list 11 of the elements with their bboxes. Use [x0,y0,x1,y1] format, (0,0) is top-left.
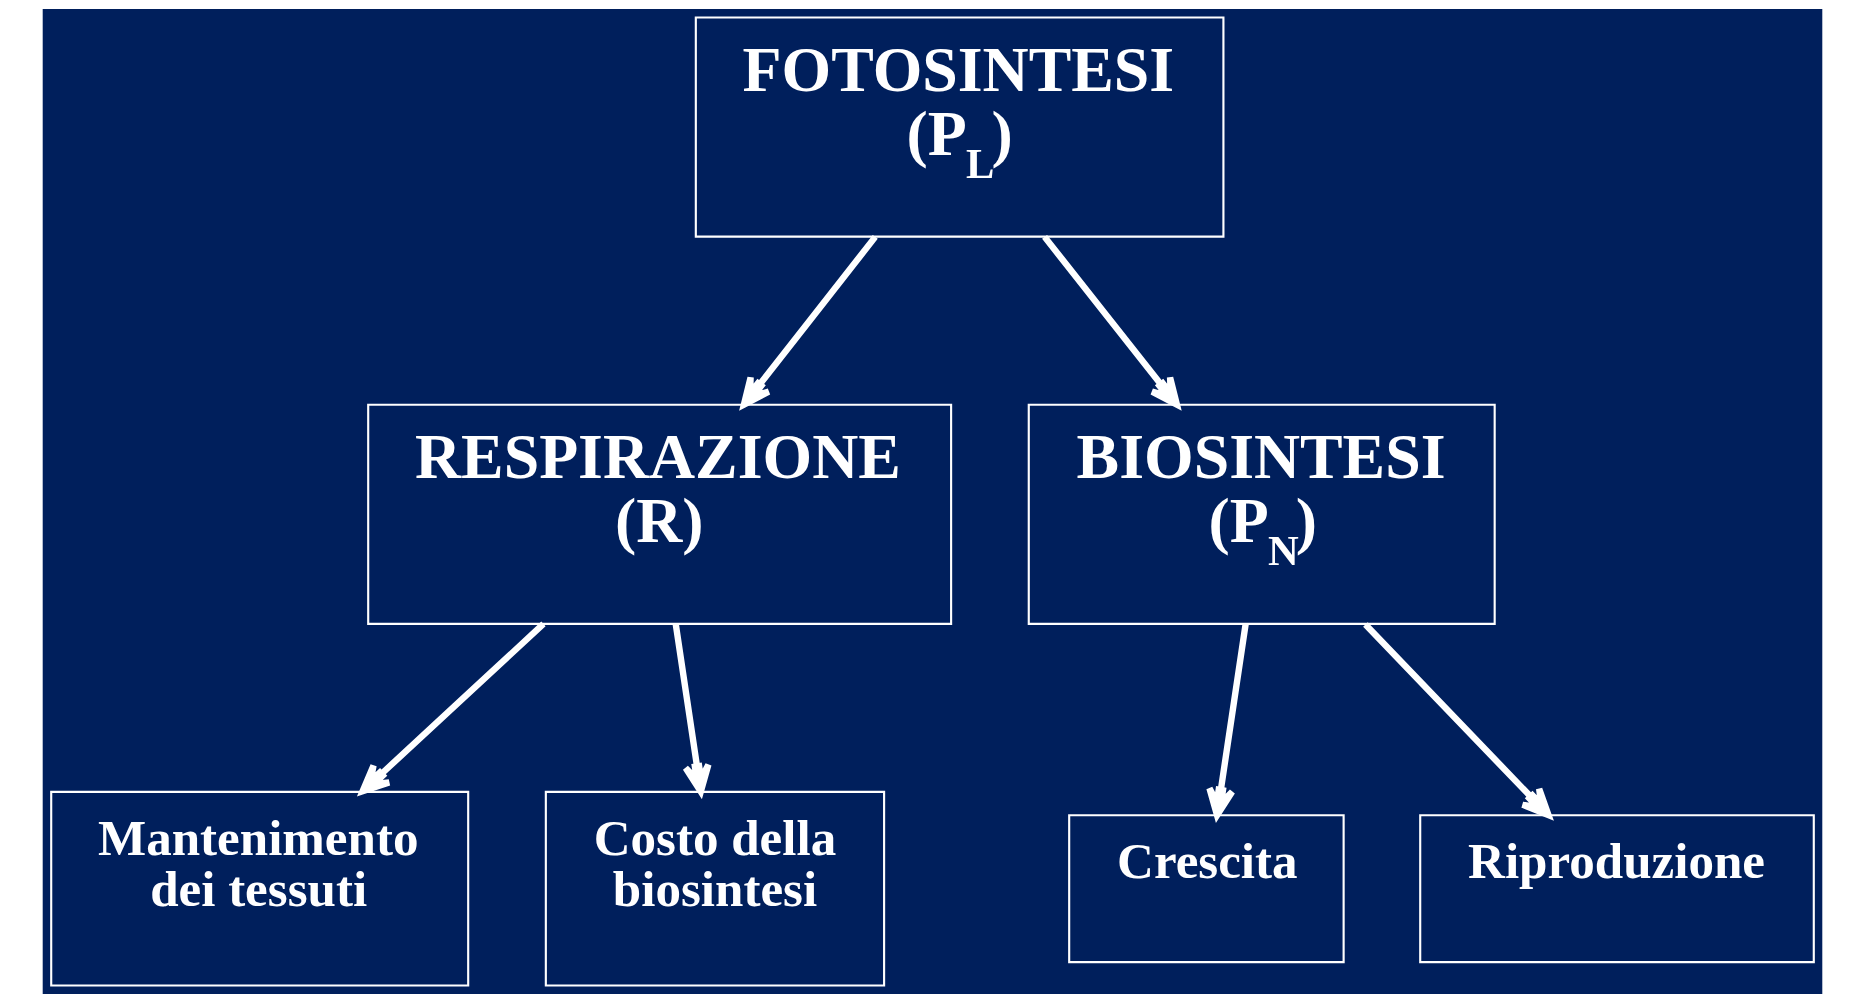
arrow [740,234,878,408]
node-box: FOTOSINTESI (P$_{L}$) [694,15,1224,238]
node-box: Crescita [1067,813,1345,963]
node-box: Costo della biosintesi [544,790,885,987]
arrow [1362,621,1552,818]
node-box: Mantenimento dei tessuti [49,790,469,987]
arrow [1041,234,1180,408]
node-box: RESPIRAZIONE (R) [366,403,952,625]
node-box: Riproduzione [1418,813,1815,963]
node-box: BIOSINTESI (P$_{N}$) [1027,403,1496,625]
arrow [358,621,546,795]
